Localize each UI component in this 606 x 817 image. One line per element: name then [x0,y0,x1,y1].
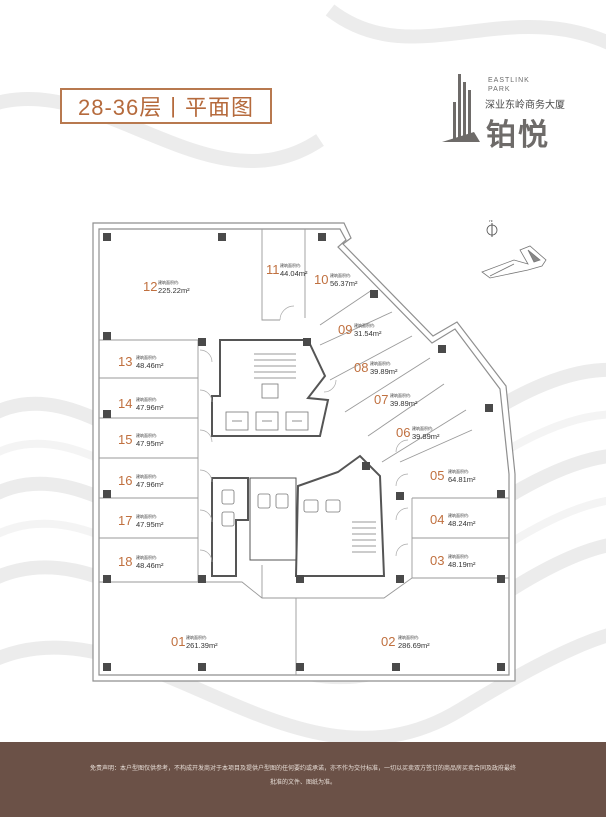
svg-text:47.95m²: 47.95m² [136,439,164,448]
svg-text:261.39m²: 261.39m² [186,641,218,650]
svg-text:建筑面积约:: 建筑面积约: [390,392,411,398]
svg-text:44.04m²: 44.04m² [280,269,308,278]
title-separator: | [170,93,177,118]
svg-text:14: 14 [118,396,132,411]
svg-text:06: 06 [396,425,410,440]
svg-text:16: 16 [118,473,132,488]
svg-text:31.54m²: 31.54m² [354,329,382,338]
svg-text:48.24m²: 48.24m² [448,519,476,528]
svg-text:48.19m²: 48.19m² [448,560,476,569]
svg-text:05: 05 [430,468,444,483]
svg-text:10: 10 [314,272,328,287]
svg-text:48.46m²: 48.46m² [136,561,164,570]
svg-text:08: 08 [354,360,368,375]
svg-text:225.22m²: 225.22m² [158,286,190,295]
svg-text:15: 15 [118,432,132,447]
svg-text:64.81m²: 64.81m² [448,475,476,484]
svg-text:04: 04 [430,512,444,527]
tower-logo-icon [442,74,480,142]
svg-text:39.89m²: 39.89m² [370,367,398,376]
svg-text:建筑面积约:: 建筑面积约: [412,425,433,431]
north-arrow-icon: N [481,220,547,279]
svg-text:12: 12 [143,279,157,294]
svg-text:建筑面积约:: 建筑面积约: [370,360,391,366]
brand-cn-main: 铂悦 [486,118,550,153]
brand-cn-sub: 深业东岭商务大厦 [485,100,565,111]
structural-columns [103,233,505,671]
unit-16-label: 16 建筑面积约:47.96m² [118,473,164,489]
core-details [221,353,376,553]
svg-text:建筑面积约:: 建筑面积约: [136,554,157,560]
svg-text:03: 03 [430,553,444,568]
svg-text:建筑面积约:: 建筑面积约: [448,468,469,474]
svg-text:02: 02 [381,634,395,649]
unit-04-label: 04 建筑面积约:48.24m² [430,512,476,528]
unit-partitions [99,229,509,675]
svg-text:建筑面积约:: 建筑面积约: [136,396,157,402]
brand-en: EASTLINK PARK [488,77,530,93]
svg-text:39.89m²: 39.89m² [390,399,418,408]
svg-text:建筑面积约:: 建筑面积约: [158,279,179,285]
unit-13-label: 13 建筑面积约:48.46m² [118,354,164,370]
unit-18-label: 18 建筑面积约:48.46m² [118,554,164,570]
elevator-icon [225,383,309,431]
svg-text:47.96m²: 47.96m² [136,403,164,412]
svg-text:56.37m²: 56.37m² [330,279,358,288]
toilet-icon [221,489,341,527]
brand-logo: EASTLINK PARK 深业东岭商务大厦 铂悦 [438,72,578,153]
svg-text:07: 07 [374,392,388,407]
svg-text:建筑面积约:: 建筑面积约: [448,553,469,559]
unit-14-label: 14 建筑面积约:47.96m² [118,396,164,412]
svg-text:建筑面积约:: 建筑面积约: [186,634,207,640]
svg-text:建筑面积约:: 建筑面积约: [136,432,157,438]
footer-disclaimer: 免责声明：本户型图仅供参考，不构成开发商对于本项目及提供户型图的任何要约或承诺，… [0,742,606,817]
svg-text:286.69m²: 286.69m² [398,641,430,650]
unit-17-label: 17 建筑面积约:47.95m² [118,513,164,529]
unit-05-label: 05 建筑面积约:64.81m² [430,468,476,484]
svg-text:建筑面积约:: 建筑面积约: [330,272,351,278]
svg-text:09: 09 [338,322,352,337]
title-plan: 平面图 [184,95,254,120]
title-floor: 28-36层 [77,95,163,120]
svg-text:建筑面积约:: 建筑面积约: [136,473,157,479]
svg-text:47.95m²: 47.95m² [136,520,164,529]
svg-text:建筑面积约:: 建筑面积约: [136,513,157,519]
svg-text:11: 11 [266,262,280,277]
site-key-plan-icon [481,245,547,279]
door-swings [199,305,409,563]
svg-text:01: 01 [171,634,185,649]
page-title: 28-36层 | 平面图 [60,88,272,124]
svg-text:建筑面积约:: 建筑面积约: [136,354,157,360]
svg-text:建筑面积约:: 建筑面积约: [354,322,375,328]
svg-text:建筑面积约:: 建筑面积约: [448,512,469,518]
svg-text:13: 13 [118,354,132,369]
svg-text:17: 17 [118,513,132,528]
stair-icon [254,353,376,553]
svg-text:18: 18 [118,554,132,569]
svg-text:N: N [489,220,493,224]
unit-03-label: 03 建筑面积约:48.19m² [430,553,476,569]
svg-text:48.46m²: 48.46m² [136,361,164,370]
svg-text:建筑面积约:: 建筑面积约: [280,262,301,268]
svg-text:建筑面积约:: 建筑面积约: [398,634,419,640]
svg-text:47.96m²: 47.96m² [136,480,164,489]
disclaimer-text: 免责声明：本户型图仅供参考，不构成开发商对于本项目及提供户型图的任何要约或承诺，… [89,766,516,786]
unit-15-label: 15 建筑面积约:47.95m² [118,432,164,448]
svg-text:39.89m²: 39.89m² [412,432,440,441]
